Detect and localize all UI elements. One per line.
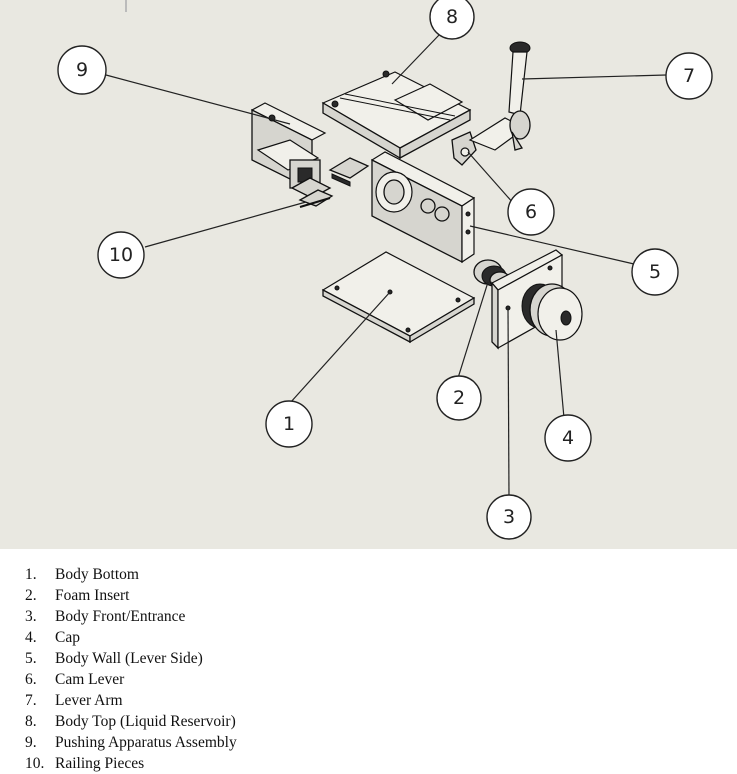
list-item: 7.Lever Arm [25, 692, 123, 709]
list-item: 1.Body Bottom [25, 566, 139, 583]
exploded-assembly-drawing: 1 2 3 4 5 6 7 8 9 10 [0, 0, 737, 549]
list-item: 10.Railing Pieces [25, 755, 145, 772]
callout-5: 5 [631, 248, 679, 296]
list-item: 8.Body Top (Liquid Reservoir) [25, 713, 236, 730]
svg-text:5: 5 [649, 261, 661, 283]
svg-text:2: 2 [453, 387, 465, 409]
part-foam-insert-small [328, 157, 370, 187]
svg-text:3: 3 [503, 506, 515, 528]
part-railing-pieces [290, 177, 334, 208]
parts-list: 1.Body Bottom 2.Foam Insert 3.Body Front… [0, 564, 237, 774]
callout-1: 1 [265, 400, 313, 448]
list-item: 3.Body Front/Entrance [25, 608, 186, 625]
callout-7: 7 [665, 52, 713, 100]
list-item: 4.Cap [25, 629, 80, 646]
assembly-svg: 1 2 3 4 5 6 7 8 9 10 [57, 0, 713, 540]
svg-text:1: 1 [283, 413, 295, 435]
part-body-top [321, 70, 472, 160]
part-body-bottom [321, 251, 476, 344]
callout-10: 10 [97, 231, 145, 279]
part-pushing-apparatus [250, 102, 327, 192]
svg-text:8: 8 [446, 6, 458, 28]
list-item: 9.Pushing Apparatus Assembly [25, 734, 237, 751]
callout-3: 3 [486, 494, 532, 540]
list-item: 6.Cam Lever [25, 671, 125, 688]
callout-9: 9 [57, 45, 107, 95]
callout-2: 2 [436, 375, 482, 421]
svg-text:9: 9 [76, 59, 88, 81]
list-item: 5.Body Wall (Lever Side) [25, 650, 203, 667]
callout-8: 8 [429, 0, 475, 40]
callout-4: 4 [544, 414, 592, 462]
svg-text:7: 7 [683, 65, 695, 87]
svg-text:6: 6 [525, 201, 537, 223]
part-lever-arm [468, 41, 531, 151]
part-cap [521, 283, 583, 341]
part-body-wall [370, 151, 476, 264]
list-item: 2.Foam Insert [25, 587, 130, 604]
part-cam-lever [451, 131, 477, 166]
callout-6: 6 [507, 188, 555, 236]
leader-lines [105, 33, 667, 499]
svg-text:4: 4 [562, 427, 574, 449]
svg-text:10: 10 [109, 244, 133, 266]
